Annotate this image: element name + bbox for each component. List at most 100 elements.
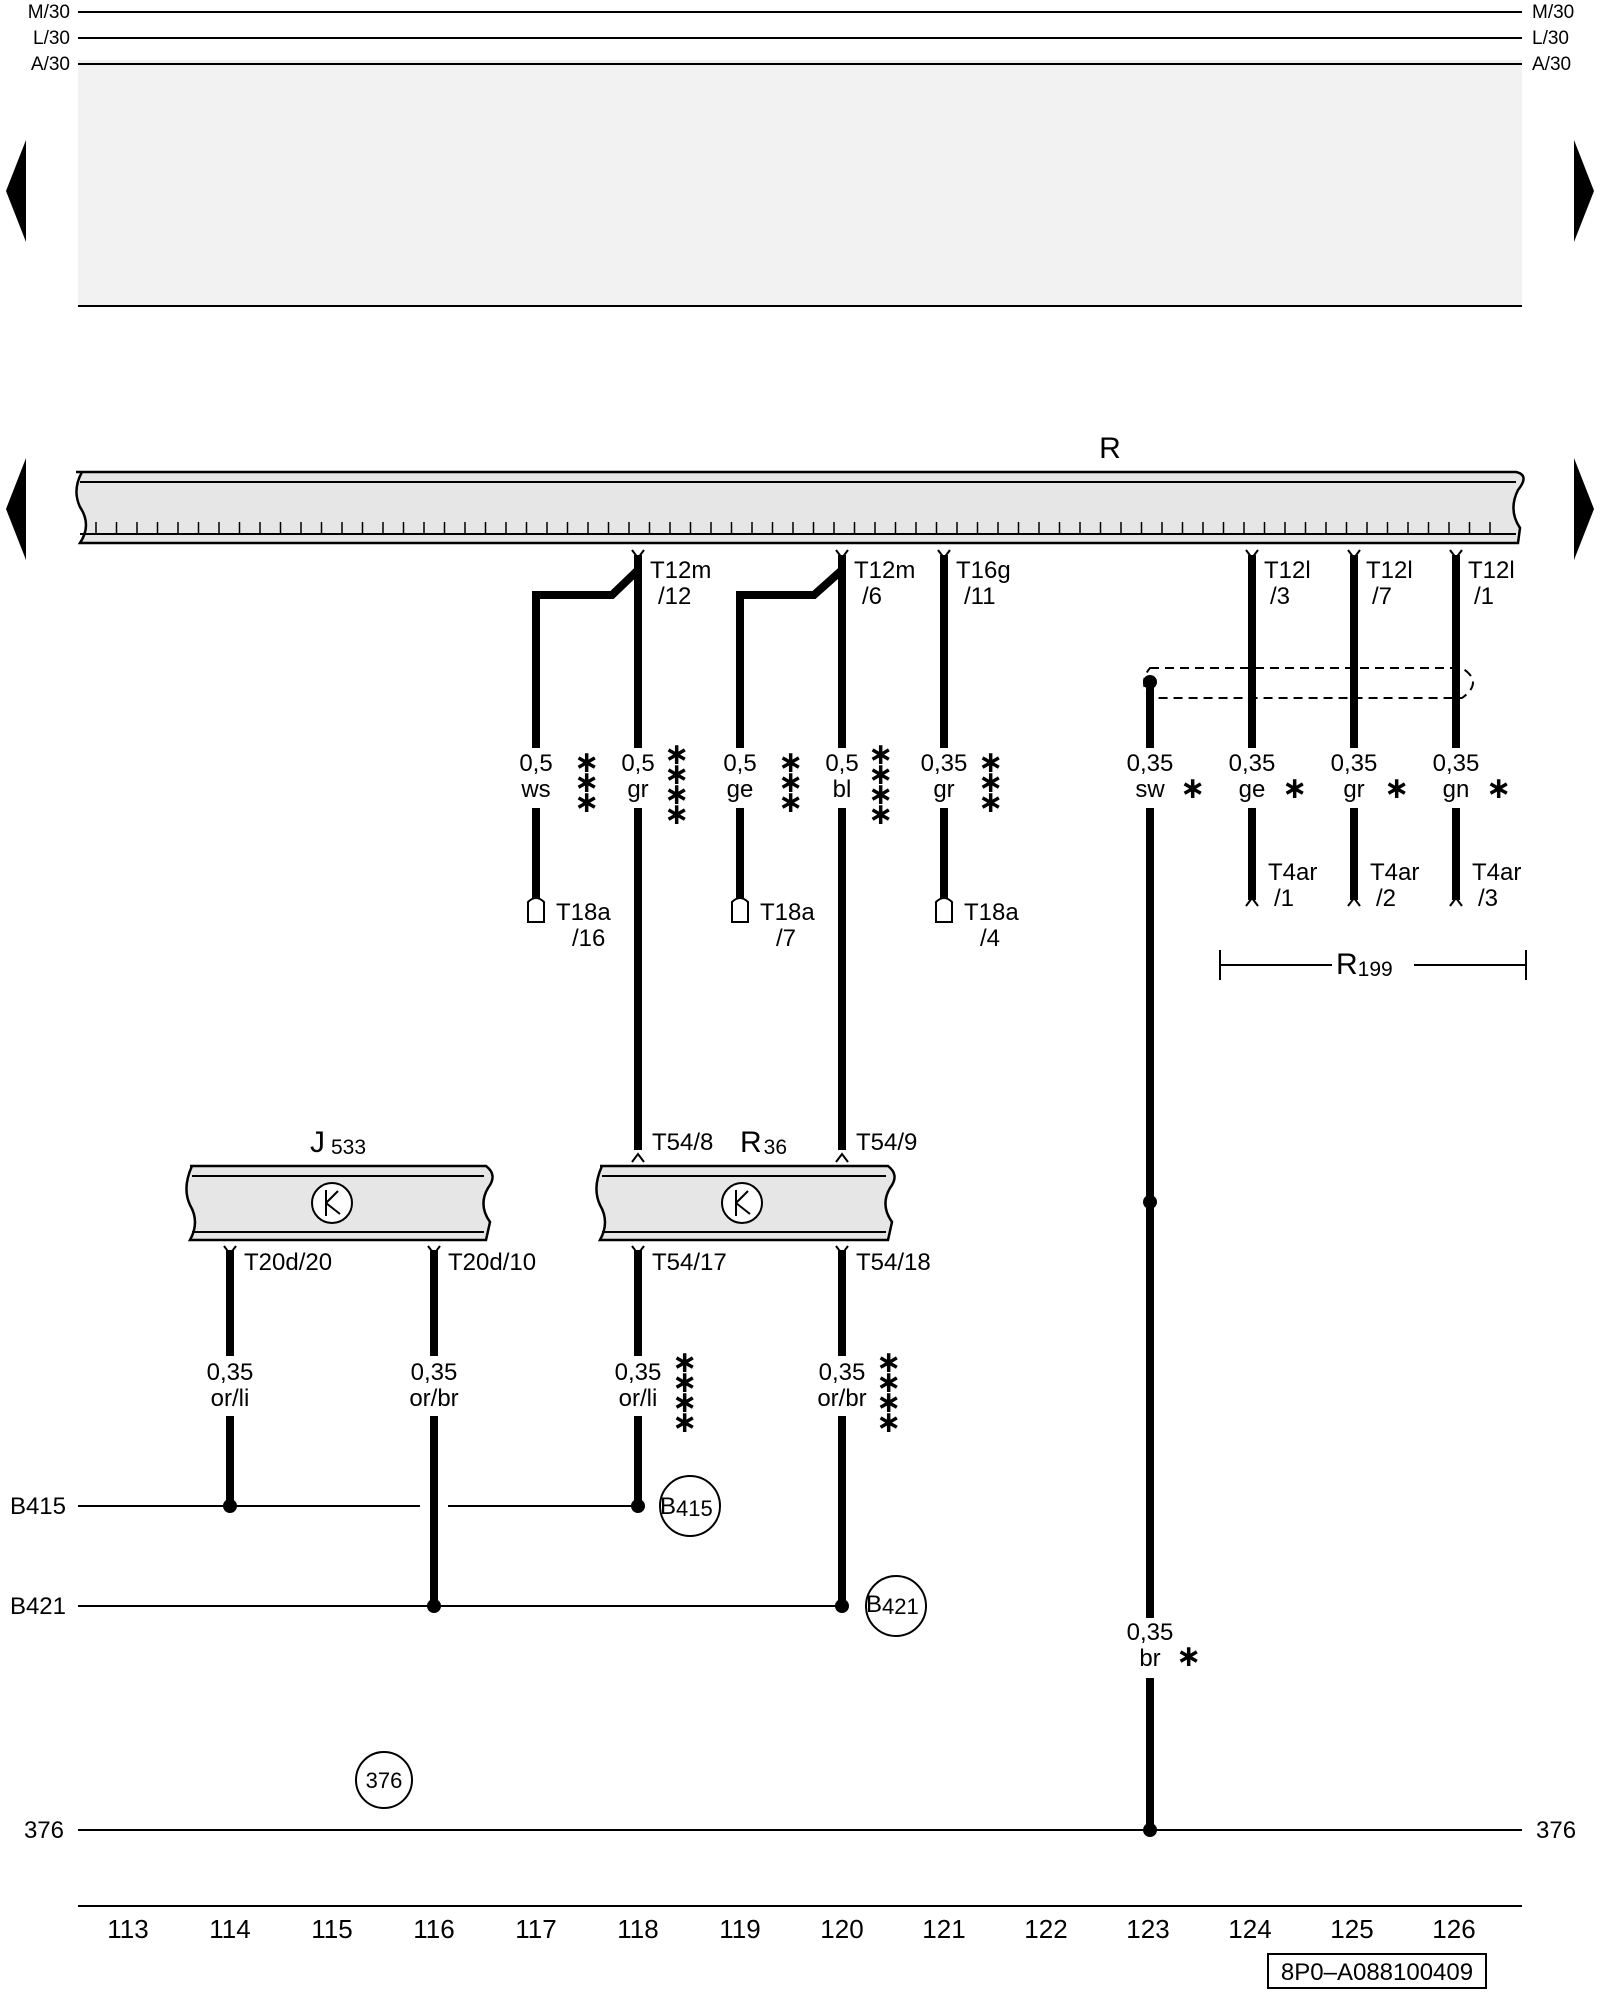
pin-t4ar-3-b: /3 [1478, 885, 1498, 912]
pin-t4ar-3-a: T4ar [1472, 859, 1521, 886]
star-118-2: ∗ [664, 758, 689, 791]
marker-b415[interactable]: B415 [659, 1475, 721, 1537]
star-120-1: ∗ [868, 738, 893, 771]
node-b415-114 [223, 1499, 237, 1513]
node-b421-120 [835, 1599, 849, 1613]
bus-label-b415: B415 [10, 1493, 66, 1520]
wire-117-size: 0,5 [519, 750, 552, 777]
star-117-1: ∗ [574, 746, 599, 779]
pin-t12m-6-a: T12m [854, 557, 915, 584]
wire-121-size: 0,35 [921, 750, 968, 777]
pin-t18a-7-a: T18a [760, 899, 815, 926]
wire-123-size: 0,35 [1127, 750, 1174, 777]
r199-bracket [1219, 950, 1527, 980]
star-118-4: ∗ [664, 798, 689, 831]
pin-t12l-1-a: T12l [1468, 557, 1515, 584]
pin-t4ar-2-b: /2 [1376, 885, 1396, 912]
star-118-1: ∗ [664, 738, 689, 771]
pin-t18a-4-b: /4 [980, 925, 1000, 952]
component-r [75, 470, 1525, 545]
pin-t54-17: T54/17 [652, 1249, 727, 1276]
wire-123-splice-dot [1143, 675, 1157, 689]
star-118-low-3: ∗ [672, 1386, 697, 1419]
pin-t18a-4-a: T18a [964, 899, 1019, 926]
rail-label-l30-right: L/30 [1532, 28, 1569, 49]
pin-t12m-6-b: /6 [862, 583, 882, 610]
wire-125-color: gr [1343, 776, 1364, 803]
rail-label-m30-left: M/30 [28, 2, 70, 23]
rail-label-a30-left: A/30 [31, 54, 70, 75]
wire-123-pass-dot [1143, 1195, 1157, 1209]
wire-123-color: sw [1135, 776, 1165, 803]
next-page-arrow-icon[interactable] [1574, 140, 1594, 242]
pin-t4ar-2-a: T4ar [1370, 859, 1419, 886]
shield-dashed-loop [1143, 667, 1474, 699]
pin-t18a-7-b: /7 [776, 925, 796, 952]
wire-117-color: ws [520, 776, 550, 803]
pin-t16g-11-b: /11 [964, 583, 996, 610]
star-119-1: ∗ [778, 746, 803, 779]
component-r-ticks [95, 522, 1491, 534]
wire-118-low-size: 0,35 [615, 1359, 662, 1386]
t18a-connector-symbols [527, 897, 953, 923]
star-124: ∗ [1282, 772, 1307, 805]
pin-t54-9: T54/9 [856, 1129, 917, 1156]
bus-label-376-left: 376 [24, 1817, 64, 1844]
top-shaded-area [78, 60, 1522, 306]
column-number: 119 [719, 1914, 760, 1944]
pin-t12l-3-b: /3 [1270, 583, 1290, 610]
column-number: 114 [209, 1914, 250, 1944]
bus-label-376-right: 376 [1536, 1817, 1576, 1844]
marker-b415-text: B415 [660, 1493, 713, 1521]
wire-124-size: 0,35 [1229, 750, 1276, 777]
wire-124-color: ge [1239, 776, 1266, 803]
pin-t18a-16-b: /16 [572, 925, 605, 952]
prev-section-arrow-icon[interactable] [6, 458, 26, 560]
rail-label-m30-right: M/30 [1532, 2, 1574, 23]
star-121-2: ∗ [978, 766, 1003, 799]
component-r199-label: R199 [1336, 948, 1393, 981]
wire-117-ws [532, 567, 641, 900]
rail-label-l30-left: L/30 [33, 28, 70, 49]
column-number: 113 [107, 1914, 148, 1944]
component-j533 [185, 1164, 494, 1242]
star-121-1: ∗ [978, 746, 1003, 779]
pin-t54-18: T54/18 [856, 1249, 931, 1276]
star-118-low-2: ∗ [672, 1366, 697, 1399]
star-117-2: ∗ [574, 766, 599, 799]
star-123: ∗ [1180, 772, 1205, 805]
pin-t16g-11-a: T16g [956, 557, 1011, 584]
pin-t12l-1-b: /1 [1474, 583, 1494, 610]
pin-arrows-r [631, 549, 1463, 560]
wire-118-size: 0,5 [621, 750, 654, 777]
marker-376[interactable]: 376 [355, 1751, 413, 1809]
prev-page-arrow-icon[interactable] [6, 140, 26, 242]
wire-126-color: gn [1443, 776, 1470, 803]
column-number: 120 [820, 1914, 863, 1944]
marker-b421[interactable]: B421 [865, 1575, 927, 1637]
star-120-4: ∗ [868, 798, 893, 831]
column-number: 118 [617, 1914, 658, 1944]
star-118-low-1: ∗ [672, 1346, 697, 1379]
pin-t12m-12-a: T12m [650, 557, 711, 584]
star-117-3: ∗ [574, 786, 599, 819]
column-number: 124 [1228, 1914, 1271, 1944]
wire-118-color: gr [627, 776, 648, 803]
star-123-low: ∗ [1176, 1640, 1201, 1673]
wire-119-ge [736, 567, 845, 900]
star-118-3: ∗ [664, 778, 689, 811]
node-b415-118 [631, 1499, 645, 1513]
column-number: 125 [1330, 1914, 1373, 1944]
pin-t54-8: T54/8 [652, 1129, 713, 1156]
next-section-arrow-icon[interactable] [1574, 458, 1594, 560]
star-119-2: ∗ [778, 766, 803, 799]
wire-125-size: 0,35 [1331, 750, 1378, 777]
wire-118-low-color: or/li [619, 1385, 658, 1412]
star-120-3: ∗ [868, 778, 893, 811]
wire-116-size: 0,35 [411, 1359, 458, 1386]
lower-pin-arrows [223, 1245, 849, 1256]
pin-t12l-7-a: T12l [1366, 557, 1413, 584]
pin-t20d-20: T20d/20 [244, 1249, 332, 1276]
